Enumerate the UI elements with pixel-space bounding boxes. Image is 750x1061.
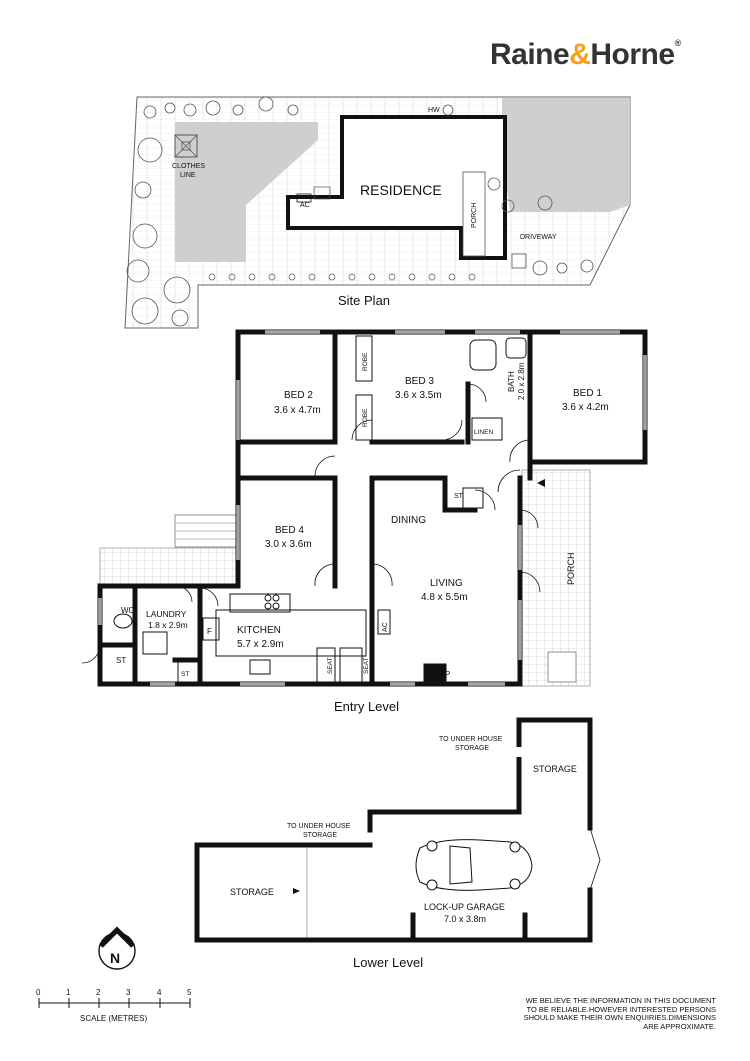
seat-label-2: SEAT (363, 657, 370, 674)
entry-fixtures (113, 335, 527, 685)
hot-water-unit (442, 104, 454, 116)
living-size: 4.8 x 5.5m (421, 592, 468, 603)
scale-title: SCALE (METRES) (80, 1014, 147, 1023)
clothes-line-icon (174, 134, 198, 158)
side-lawn (502, 98, 630, 212)
bed3-name: BED 3 (405, 376, 434, 387)
under-house-label-2b: STORAGE (303, 832, 337, 839)
bed2-name: BED 2 (284, 390, 313, 401)
entry-porch-label: PORCH (566, 552, 576, 585)
scale-tick-4: 4 (157, 988, 162, 997)
brand-logo: Raine&Horne® (490, 38, 681, 72)
front-porch (521, 469, 591, 687)
scale-tick-5: 5 (187, 988, 192, 997)
garage-door-icon (589, 827, 601, 891)
linen-label: LINEN (474, 429, 493, 436)
brand-registered-mark: ® (674, 38, 682, 48)
rear-deck (99, 547, 239, 587)
site-driveway-label: DRIVEWAY (520, 234, 557, 241)
scale-tick-3: 3 (126, 988, 131, 997)
scale-tick-0: 0 (36, 988, 41, 997)
site-hw-label: HW (428, 107, 440, 114)
site-porch (462, 171, 486, 257)
seat-label-1: SEAT (327, 657, 334, 674)
lower-walls (194, 717, 593, 943)
bed1-size: 3.6 x 4.2m (562, 402, 609, 413)
laundry-st-label: ST (181, 671, 189, 678)
north-arrow: N (98, 926, 136, 970)
entry-level-title: Entry Level (334, 699, 399, 714)
site-porch-label: PORCH (471, 203, 478, 228)
brand-name-part2: Horne (590, 38, 675, 71)
robe-label-1: ROBE (362, 352, 369, 371)
lower-level-plan: TO UNDER HOUSE STORAGE TO UNDER HOUSE ST… (194, 717, 601, 970)
garage-label: LOCK-UP GARAGE (424, 902, 505, 912)
site-clothes-label-2: LINE (180, 172, 196, 179)
car-icon (415, 839, 533, 891)
lower-level-title: Lower Level (353, 955, 423, 970)
under-house-label-1a: TO UNDER HOUSE (439, 736, 503, 743)
fireplace-label: FP (440, 670, 450, 679)
bath-name: BATH (507, 371, 516, 392)
outside-st-label: ST (116, 656, 126, 665)
entry-doors (81, 383, 541, 664)
site-plan-title: Site Plan (338, 293, 390, 308)
bed1-name: BED 1 (573, 388, 602, 399)
kitchen-size: 5.7 x 2.9m (237, 639, 284, 650)
bed4-size: 3.0 x 3.6m (265, 539, 312, 550)
site-meter-box (511, 253, 527, 269)
laundry-name: LAUNDRY (146, 609, 187, 619)
fridge-label: F (207, 627, 212, 636)
bed2-size: 3.6 x 4.7m (274, 405, 321, 416)
site-clothes-label-1: CLOTHES (172, 163, 205, 170)
north-label: N (110, 950, 120, 966)
hall-st-label: ST (454, 493, 464, 500)
bath-size: 2.0 x 2.8m (517, 362, 526, 400)
under-house-label-2a: TO UNDER HOUSE (287, 823, 351, 830)
site-border-plants (208, 273, 476, 281)
scale-tick-2: 2 (96, 988, 101, 997)
entry-level-plan: BED 2 3.6 x 4.7m BED 3 3.6 x 3.5m BATH 2… (81, 329, 648, 714)
wc-label: WC (121, 606, 135, 615)
laundry-size: 1.8 x 2.9m (148, 620, 188, 630)
entry-arrow-icon (537, 479, 545, 487)
robe-label-2: ROBE (362, 408, 369, 427)
site-ac-unit (296, 193, 312, 203)
site-residence-label: RESIDENCE (360, 182, 442, 198)
site-steps (313, 186, 331, 200)
living-name: LIVING (430, 578, 463, 589)
site-plan: RESIDENCE CLOTHES LINE HW AC PORCH DRIVE… (124, 96, 631, 329)
entry-window-lines (99, 331, 646, 685)
kitchen-name: KITCHEN (237, 625, 281, 636)
site-ac-label: AC (300, 202, 310, 209)
disclaimer-text: WE BELIEVE THE INFORMATION IN THIS DOCUM… (523, 996, 716, 1031)
brand-name-part1: Raine (490, 38, 570, 71)
brand-ampersand: & (569, 38, 591, 71)
left-storage-label: STORAGE (230, 887, 274, 897)
porch-steps (547, 651, 577, 683)
bed3-size: 3.6 x 3.5m (395, 390, 442, 401)
site-plants (126, 96, 594, 327)
garage-size: 7.0 x 3.8m (444, 914, 486, 924)
upper-storage-label: STORAGE (533, 764, 577, 774)
scale-bar: 0 1 2 3 4 5 SCALE (METRES) (36, 988, 192, 1023)
residence-footprint (286, 115, 507, 260)
storage-arrow-icon (293, 888, 300, 894)
under-house-label-1b: STORAGE (455, 745, 489, 752)
living-ac-label: AC (382, 622, 389, 632)
back-lawn (175, 122, 318, 262)
bed4-name: BED 4 (275, 525, 304, 536)
dining-name: DINING (391, 515, 426, 526)
scale-tick-1: 1 (66, 988, 71, 997)
